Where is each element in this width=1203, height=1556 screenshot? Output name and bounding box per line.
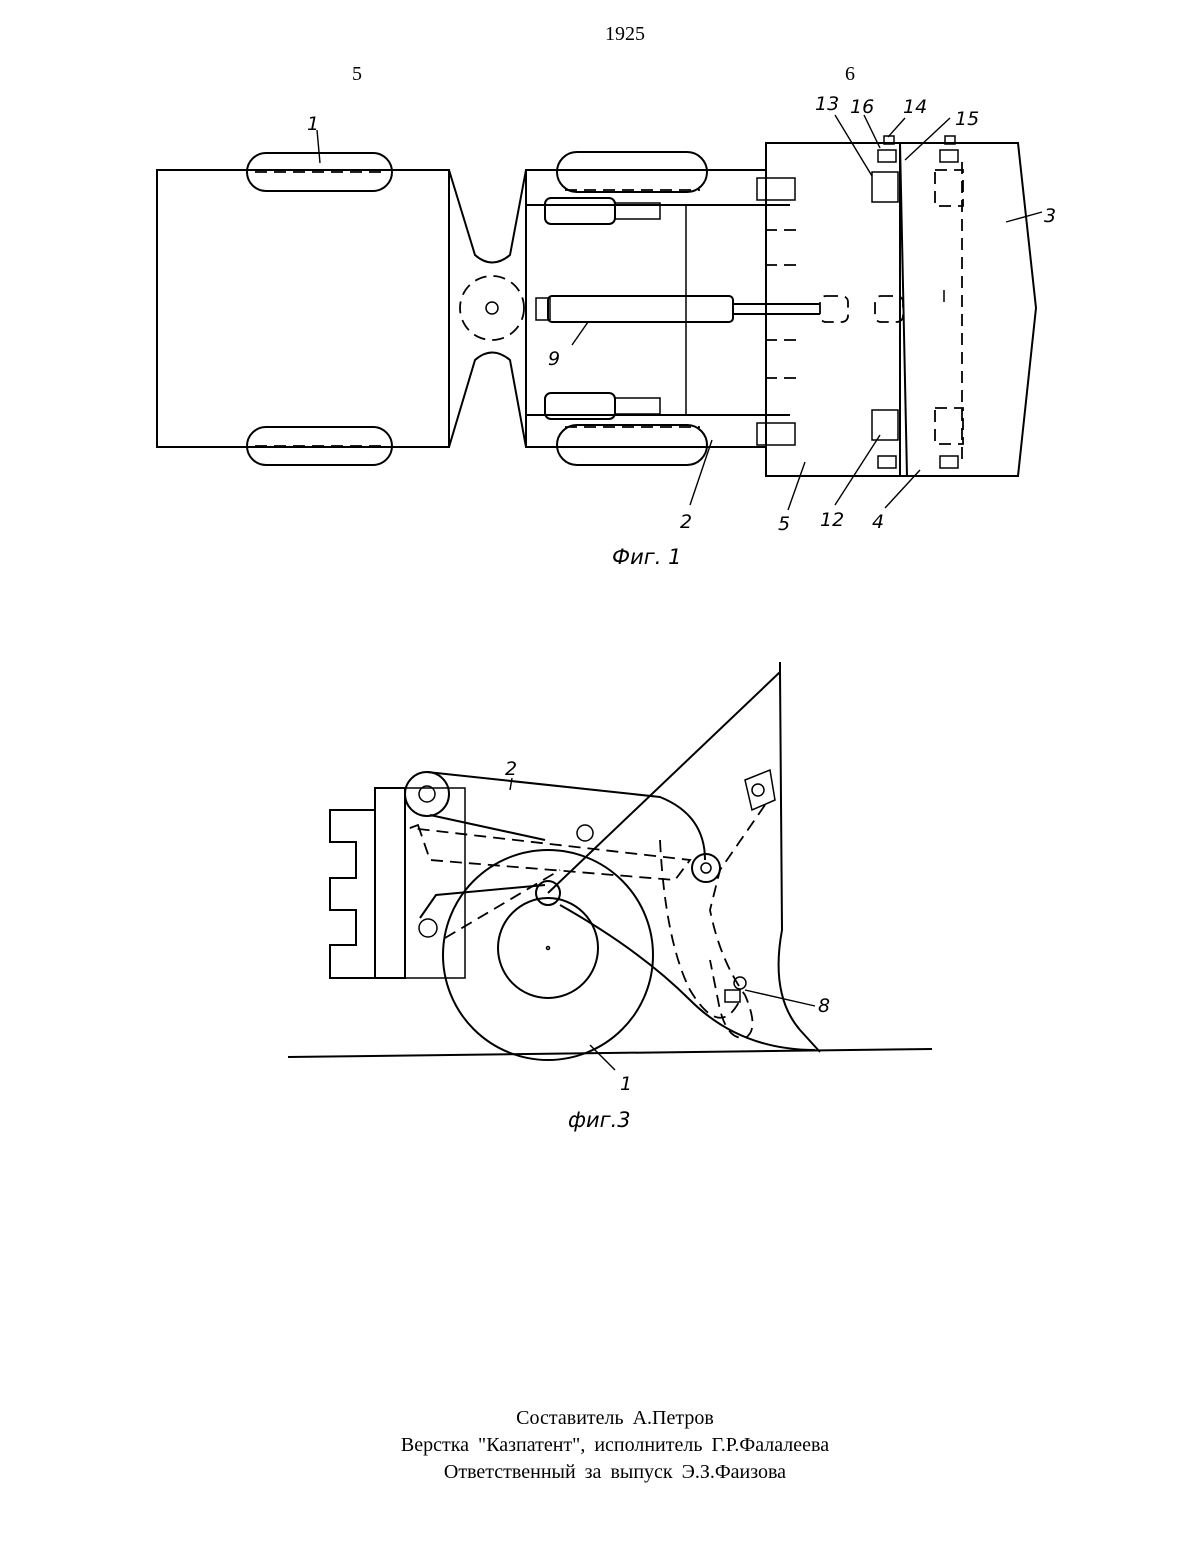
fig1-label-9: 9 xyxy=(548,348,560,370)
rear-body-frame xyxy=(157,170,449,447)
footer-responsible: Ответственный за выпуск Э.З.Фаизова xyxy=(0,1459,1203,1486)
cylinder-upper xyxy=(545,198,615,224)
fig3-label-1: 1 xyxy=(620,1073,632,1095)
tractor-body xyxy=(330,810,375,978)
pivot-pin xyxy=(486,302,498,314)
main-cylinder xyxy=(548,296,733,322)
articulation-upper xyxy=(449,170,526,263)
fig1-label-5: 5 xyxy=(778,513,790,535)
footer-layout: Верстка "Казпатент", исполнитель Г.Р.Фал… xyxy=(0,1432,1203,1459)
blade-link xyxy=(560,905,815,1050)
fig1-label-3: 3 xyxy=(1044,205,1056,227)
front-wheel-bottom xyxy=(557,425,707,465)
fig1-label-1: 1 xyxy=(307,113,319,135)
blade-carrier xyxy=(766,143,900,476)
fig1-label-2: 2 xyxy=(680,511,692,533)
fig1-label-16: 16 xyxy=(850,96,874,118)
wheel-hub xyxy=(498,898,598,998)
fig1-label-13: 13 xyxy=(815,93,839,115)
articulation-joint xyxy=(460,276,524,340)
blade-fig3 xyxy=(779,672,820,1052)
fig3-label-2: 2 xyxy=(505,758,517,780)
articulation-lower xyxy=(449,353,526,448)
fig3-label-8: 8 xyxy=(818,995,830,1017)
lift-arm xyxy=(427,772,705,860)
arm-pivot xyxy=(405,772,449,816)
front-frame xyxy=(526,170,766,447)
blade xyxy=(900,143,1036,476)
fig1-label-12: 12 xyxy=(820,509,844,531)
front-wheel-top xyxy=(557,152,707,192)
figure-1-drawing: 1 2 3 4 5 9 12 13 14 15 16 Фиг. 1 xyxy=(157,93,1056,569)
fig3-caption: фиг.3 xyxy=(568,1108,631,1132)
lift-cylinder xyxy=(410,825,690,880)
fig1-caption: Фиг. 1 xyxy=(612,545,681,569)
fig1-label-4: 4 xyxy=(872,511,884,533)
footer-compiler: Составитель А.Петров xyxy=(0,1405,1203,1432)
ground-line xyxy=(288,1049,932,1057)
figure-3-drawing: 2 8 1 фиг.3 xyxy=(288,662,932,1132)
fig1-label-15: 15 xyxy=(955,108,979,130)
fig1-label-14: 14 xyxy=(903,96,927,118)
